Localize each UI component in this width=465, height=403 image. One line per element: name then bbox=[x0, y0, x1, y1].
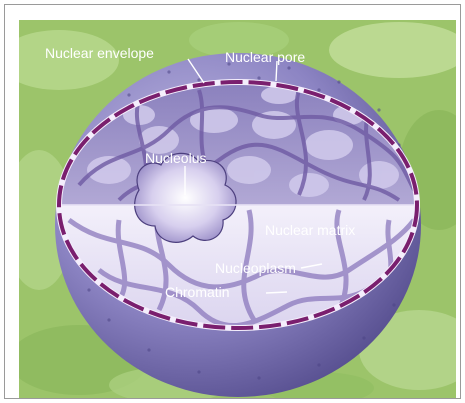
label-nuclear-pore: Nuclear pore bbox=[225, 49, 305, 65]
label-nuclear-matrix: Nuclear matrix bbox=[265, 222, 355, 238]
figure-frame: Nuclear envelope Nuclear pore Nucleolus … bbox=[4, 4, 461, 399]
nucleus-diagram: Nuclear envelope Nuclear pore Nucleolus … bbox=[19, 20, 456, 398]
nucleus-illustration-panel: Nuclear envelope Nuclear pore Nucleolus … bbox=[19, 20, 456, 398]
label-nucleoplasm: Nucleoplasm bbox=[215, 260, 296, 276]
label-nuclear-envelope: Nuclear envelope bbox=[45, 45, 154, 61]
label-chromatin: Chromatin bbox=[165, 284, 230, 300]
label-nucleolus: Nucleolus bbox=[145, 150, 206, 166]
